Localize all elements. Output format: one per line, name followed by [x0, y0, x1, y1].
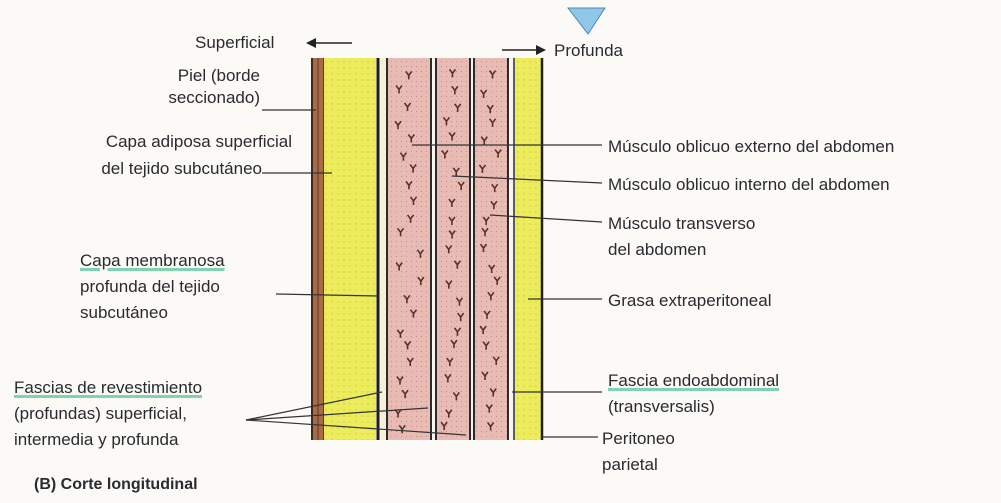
label-fascias-line2: (profundas) superficial,: [14, 403, 187, 425]
label-membranosa-text: Capa membranosa: [80, 251, 225, 270]
figure-caption: (B) Corte longitudinal: [34, 474, 198, 496]
label-fascias-line3: intermedia y profunda: [14, 429, 178, 451]
label-peritoneo-line1: Peritoneo: [602, 428, 675, 450]
label-oblicuo-externo: Músculo oblicuo externo del abdomen: [608, 136, 894, 158]
label-piel-line1: Piel (borde: [100, 65, 260, 87]
label-adiposa-line2: del tejido subcutáneo: [30, 158, 262, 180]
arrow-left-icon: [306, 38, 316, 48]
label-transverso-line2: del abdomen: [608, 239, 706, 261]
label-fascia-endo-text: Fascia endoabdominal: [608, 371, 779, 390]
label-transverso-line1: Músculo transverso: [608, 213, 755, 235]
superficial-fat-layer: [324, 58, 376, 440]
external-oblique-muscle: [388, 58, 430, 440]
extraperitoneal-fat-layer: [515, 58, 541, 440]
label-fascias-line1: Fascias de revestimiento: [14, 377, 202, 399]
blue-pointer-icon: [568, 8, 605, 34]
transversus-muscle: [475, 58, 507, 440]
label-membranosa-line2: profunda del tejido: [80, 276, 220, 298]
label-oblicuo-interno: Músculo oblicuo interno del abdomen: [608, 174, 890, 196]
label-fascia-endo-line2: (transversalis): [608, 396, 715, 418]
label-superficial: Superficial: [195, 32, 274, 54]
label-membranosa-line1: Capa membranosa: [80, 250, 225, 272]
label-profunda: Profunda: [554, 40, 623, 62]
label-grasa: Grasa extraperitoneal: [608, 290, 771, 312]
label-fascias-text: Fascias de revestimiento: [14, 378, 202, 397]
label-adiposa-line1: Capa adiposa superficial: [30, 131, 292, 153]
label-piel-line2: seccionado): [100, 87, 260, 109]
label-membranosa-line3: subcutáneo: [80, 302, 168, 324]
label-fascia-endo-line1: Fascia endoabdominal: [608, 370, 779, 392]
arrow-right-icon: [536, 45, 546, 55]
internal-oblique-muscle: [437, 58, 469, 440]
label-peritoneo-line2: parietal: [602, 454, 658, 476]
